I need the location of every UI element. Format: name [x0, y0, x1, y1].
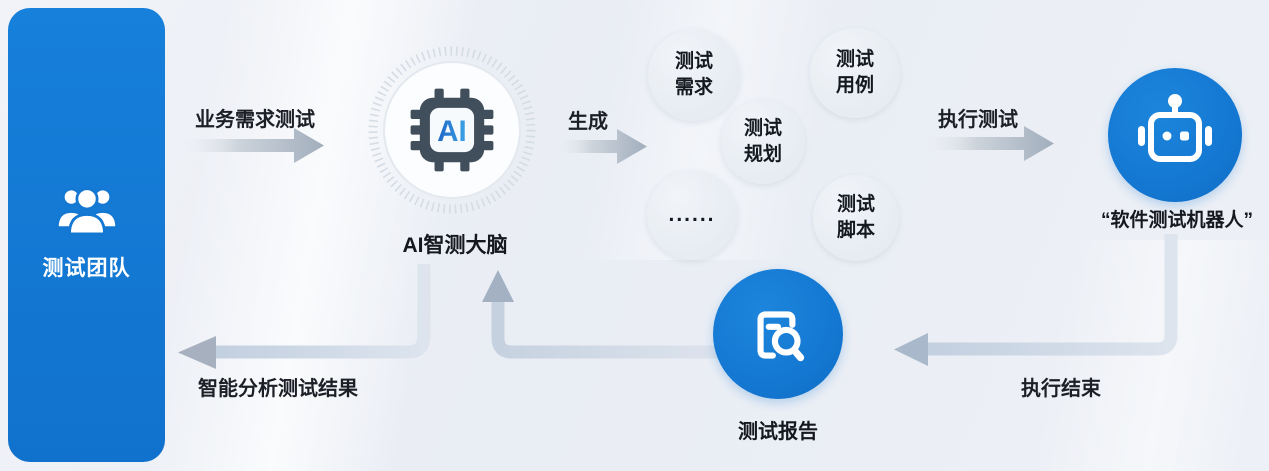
robot-node: [1108, 68, 1242, 202]
report-label: 测试报告: [738, 421, 818, 443]
arrow-analyze-results-head: [178, 336, 216, 369]
arrow-report-to-brain: [491, 298, 740, 359]
bubble-line: 测试: [743, 118, 782, 139]
bubble-test-planning: 测试 规划: [721, 100, 805, 184]
bubble-line: ......: [668, 203, 716, 226]
arrow-label-execute-test: 执行测试: [938, 109, 1018, 131]
robot-label: “软件测试机器人”: [1100, 210, 1253, 231]
bubble-line: 需求: [674, 77, 713, 98]
bubble-line: 测试: [836, 194, 875, 215]
team-label: 测试团队: [42, 257, 131, 280]
ai-chip-icon: AI: [368, 46, 536, 214]
arrow-analyze-results: [212, 264, 431, 359]
arrow-business-requirements: [182, 128, 324, 163]
arrow-label-business-requirements: 业务需求测试: [195, 109, 315, 131]
ai-brain-node: AI: [362, 40, 542, 220]
team-panel: 测试团队: [8, 8, 165, 462]
bubble-line: 用例: [835, 75, 874, 96]
arrow-report-to-brain-head: [482, 270, 514, 302]
ai-brain-label: AI智测大脑: [402, 234, 508, 257]
people-group-icon: [56, 187, 118, 236]
arrow-label-analyze-results: 智能分析测试结果: [198, 378, 358, 400]
ai-chip-text: AI: [437, 115, 466, 148]
report-search-icon: [757, 311, 805, 362]
arrow-label-generate: 生成: [568, 111, 608, 133]
bubble-line: 脚本: [836, 220, 875, 241]
bubble-test-scripts: 测试 脚本: [813, 175, 899, 261]
arrow-execute-test: [924, 126, 1054, 161]
arrow-execution-finished: [924, 234, 1178, 356]
report-node: [713, 269, 843, 399]
bubble-line: 测试: [835, 49, 874, 70]
robot-icon: [1138, 94, 1212, 162]
arrow-generate: [556, 129, 647, 164]
bubble-ellipsis: ......: [647, 170, 737, 260]
bubble-test-requirements: 测试 需求: [648, 29, 740, 121]
bubble-line: 测试: [674, 51, 713, 72]
bubble-line: 规划: [743, 144, 782, 165]
arrow-label-execution-finished: 执行结束: [1021, 378, 1101, 400]
arrow-execution-finished-head: [894, 333, 928, 366]
bubble-test-cases: 测试 用例: [810, 28, 900, 118]
